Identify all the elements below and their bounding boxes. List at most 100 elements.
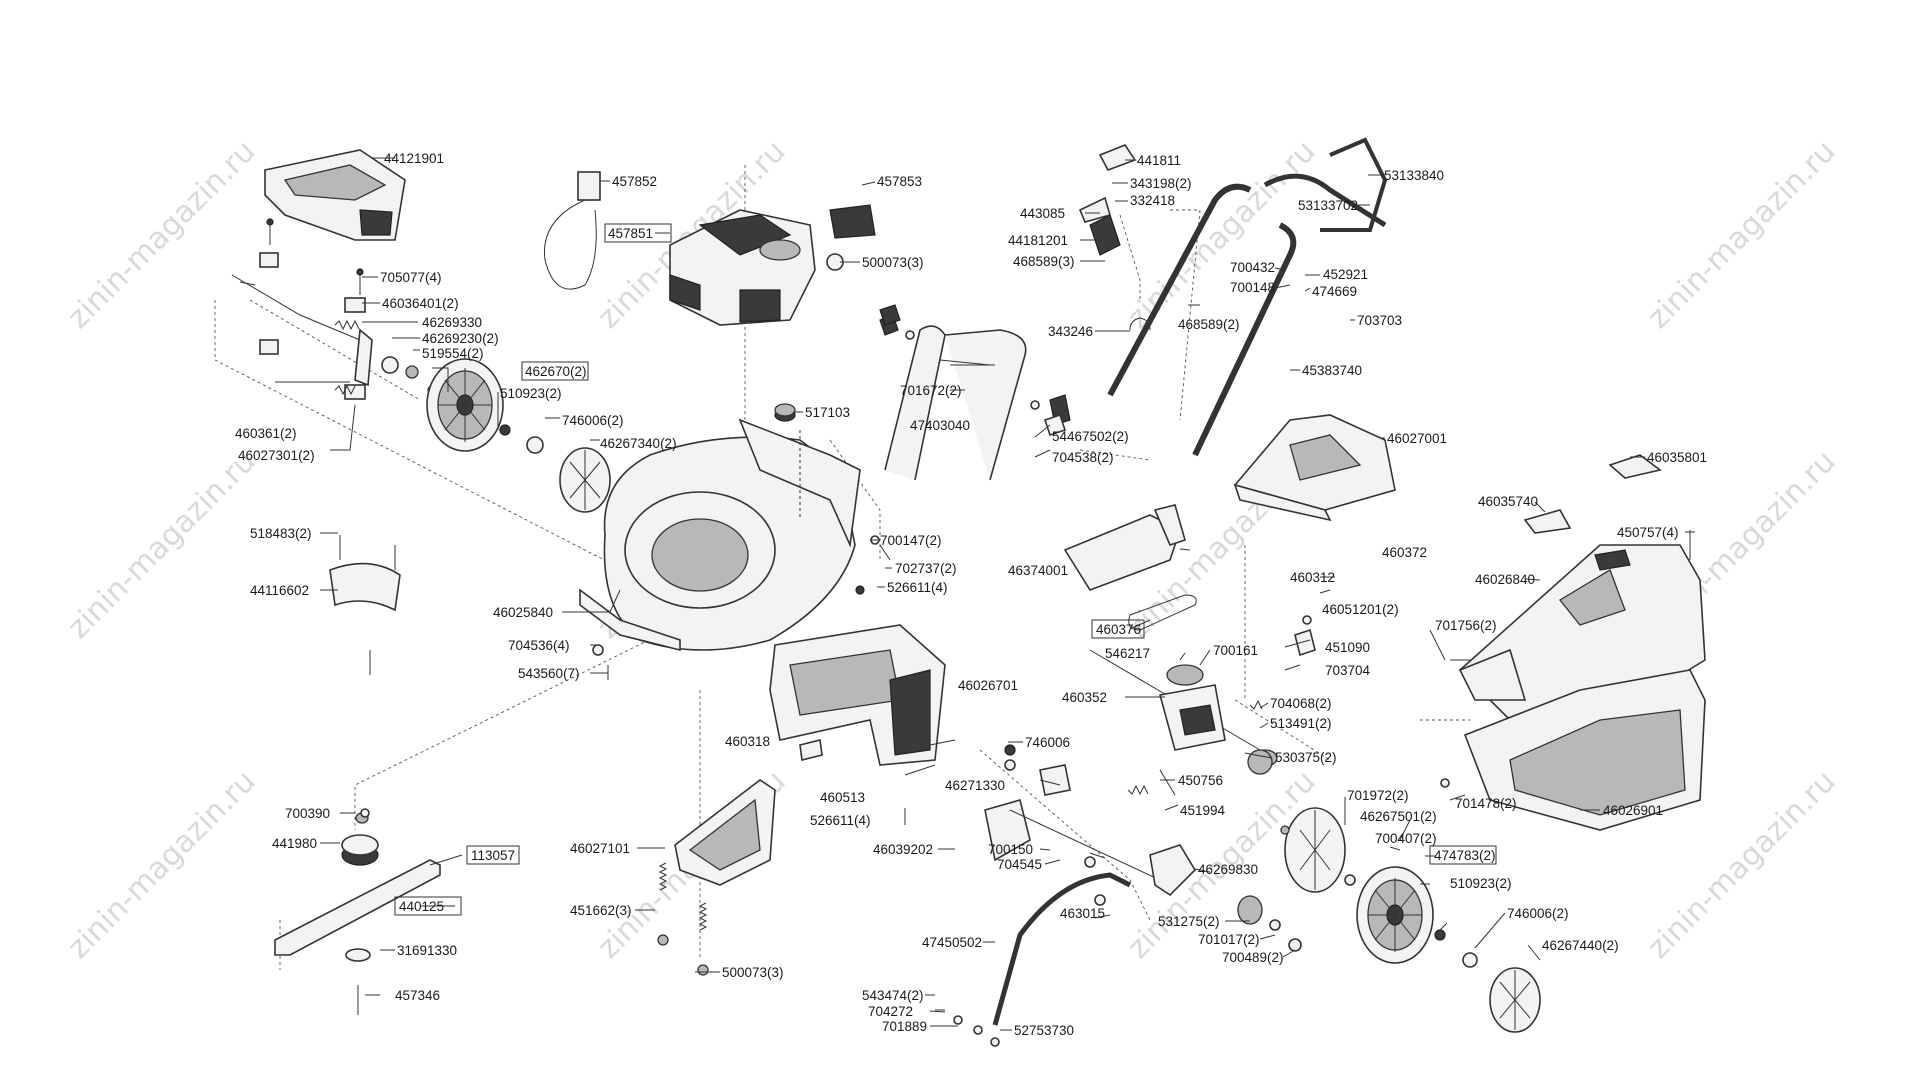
- part-label: 460361(2): [235, 426, 297, 441]
- part-label: 441811: [1137, 153, 1181, 168]
- part-label: 46027301(2): [238, 448, 315, 463]
- charger-part: [544, 171, 876, 290]
- mower-deck: [579, 403, 861, 652]
- part-label: 704272: [868, 1004, 913, 1019]
- part-label: 457852: [612, 174, 657, 189]
- part-label: 546217: [1105, 646, 1150, 661]
- part-label: 705077(4): [380, 270, 442, 285]
- part-label: 702737(2): [895, 561, 957, 576]
- part-label: 451662(3): [570, 903, 632, 918]
- part-label: 531275(2): [1158, 914, 1220, 929]
- part-label: 701889: [882, 1019, 927, 1034]
- part-label: 704545: [997, 857, 1042, 872]
- upper-handle: [1078, 137, 1388, 457]
- part-label: 517103: [805, 405, 850, 420]
- mulch-plug-part: [674, 779, 776, 886]
- part-label: 474783(2): [1434, 848, 1496, 863]
- leader-lines: [275, 157, 1695, 1031]
- part-label: 460312: [1290, 570, 1335, 585]
- part-label: 701017(2): [1198, 932, 1260, 947]
- part-label: 460513: [820, 790, 865, 805]
- part-label: 53133840: [1384, 168, 1444, 183]
- part-label: 46035801: [1647, 450, 1707, 465]
- part-label: 46036401(2): [382, 296, 459, 311]
- part-label: 500073(3): [862, 255, 924, 270]
- part-label: 543474(2): [862, 988, 924, 1003]
- engine-part: [669, 209, 816, 326]
- part-label: 526611(4): [810, 813, 871, 828]
- part-label: 746006(2): [1507, 906, 1569, 921]
- part-label: 468589(2): [1178, 317, 1240, 332]
- part-label: 701972(2): [1347, 788, 1409, 803]
- part-label: 52753730: [1014, 1023, 1074, 1038]
- part-label: 700489(2): [1222, 950, 1284, 965]
- drive-belt: [1128, 594, 1197, 631]
- label-box: [466, 845, 520, 865]
- part-label: 746006: [1025, 735, 1070, 750]
- part-label: 462670(2): [525, 364, 587, 379]
- part-label: 47403040: [910, 418, 970, 433]
- part-label: 46039202: [873, 842, 933, 857]
- part-label: 450757(4): [1617, 525, 1679, 540]
- watermark: zinin-magazin.ru: [61, 764, 263, 966]
- part-label: 46267340(2): [600, 436, 677, 451]
- part-label: 46267501(2): [1360, 809, 1437, 824]
- part-label: 513491(2): [1270, 716, 1332, 731]
- part-label: 700148: [1230, 280, 1275, 295]
- part-label: 700407(2): [1375, 831, 1437, 846]
- part-label: 440125: [399, 899, 444, 914]
- part-label: 701672(2): [900, 383, 962, 398]
- part-label: 703704: [1325, 663, 1371, 678]
- part-label: 703703: [1357, 313, 1402, 328]
- part-label: 700161: [1213, 643, 1258, 658]
- part-label: 46269830: [1198, 862, 1258, 877]
- watermark: zinin-magazin.ru: [61, 444, 263, 646]
- part-label: 543560(7): [518, 666, 580, 681]
- part-label: 530375(2): [1275, 750, 1337, 765]
- part-label: 700150: [988, 842, 1033, 857]
- part-label: 450756: [1178, 773, 1223, 788]
- part-label: 700147(2): [880, 533, 942, 548]
- part-label: 45383740: [1302, 363, 1362, 378]
- part-label: 46374001: [1008, 563, 1068, 578]
- label-box: [394, 896, 462, 916]
- rear-chute-part: [769, 624, 946, 766]
- part-label: 704068(2): [1270, 696, 1332, 711]
- wheel-rear-right: [1344, 866, 1541, 1033]
- rear-hub-cover: [1280, 807, 1346, 893]
- part-label: 457851: [608, 226, 653, 241]
- part-label: 500073(3): [722, 965, 784, 980]
- part-label: 46027101: [570, 841, 630, 856]
- pulley-part: [1247, 749, 1273, 775]
- watermark-layer: zinin-magazin.ru zinin-magazin.ru zinin-…: [61, 134, 1843, 966]
- part-label: 46027001: [1387, 431, 1447, 446]
- part-label: 53133702: [1298, 198, 1358, 213]
- part-label: 46269330: [422, 315, 482, 330]
- part-label: 452921: [1323, 267, 1368, 282]
- part-label: 46269230(2): [422, 331, 499, 346]
- part-label: 460376: [1096, 622, 1141, 637]
- part-labels: 44121901 705077(4) 46036401(2) 46269330 …: [235, 151, 1707, 1038]
- part-label: 704538(2): [1052, 450, 1114, 465]
- part-label: 468589(3): [1013, 254, 1075, 269]
- deflector-part: [1063, 504, 1186, 591]
- pinion-part: [1237, 895, 1302, 952]
- part-label: 526611(4): [887, 580, 948, 595]
- part-label: 457853: [877, 174, 922, 189]
- misc-small-parts: [360, 304, 1096, 1047]
- part-label: 46267440(2): [1542, 938, 1619, 953]
- rear-flap-left: [329, 535, 401, 612]
- part-label: 343198(2): [1130, 176, 1192, 191]
- label-box: [1429, 845, 1497, 865]
- part-label: 701756(2): [1435, 618, 1497, 633]
- part-label: 46026901: [1603, 803, 1663, 818]
- grass-catcher: [1440, 454, 1706, 831]
- part-label: 463015: [1060, 906, 1105, 921]
- lower-handle-left: [879, 314, 1071, 481]
- part-label: 443085: [1020, 206, 1065, 221]
- part-label: 44181201: [1008, 233, 1068, 248]
- part-label: 704536(4): [508, 638, 570, 653]
- wheel-front-left: [426, 358, 611, 513]
- label-box: [1091, 619, 1145, 639]
